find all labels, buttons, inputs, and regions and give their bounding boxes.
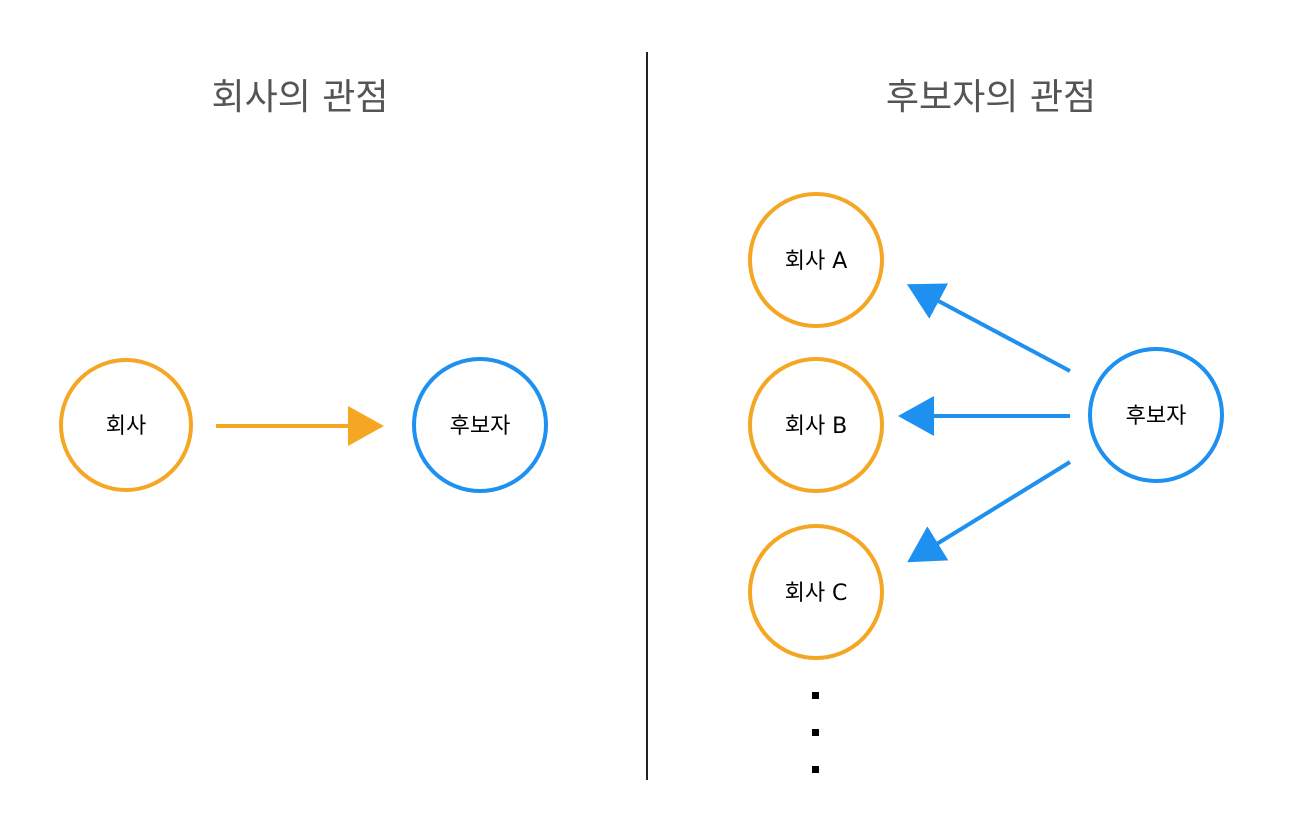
right-candidate-node: 후보자 <box>1088 347 1224 483</box>
left-candidate-label: 후보자 <box>450 414 511 439</box>
company-c-label: 회사 C <box>785 581 848 606</box>
left-candidate-node: 후보자 <box>412 357 548 493</box>
left-company-label: 회사 <box>106 414 146 439</box>
candidate-to-company-c-arrow <box>907 460 1072 563</box>
left-panel-title: 회사의 관점 <box>211 77 389 118</box>
right-panel-title: 후보자의 관점 <box>885 77 1097 118</box>
company-c-node: 회사 C <box>748 524 884 660</box>
company-a-node: 회사 A <box>748 192 884 328</box>
left-company-node: 회사 <box>59 358 193 492</box>
candidate-to-company-a-arrow <box>906 283 1071 373</box>
company-b-label: 회사 B <box>785 414 848 439</box>
company-a-label: 회사 A <box>785 249 848 274</box>
more-companies-ellipsis <box>812 692 819 773</box>
right-candidate-label: 후보자 <box>1126 404 1187 429</box>
company-b-node: 회사 B <box>748 357 884 493</box>
